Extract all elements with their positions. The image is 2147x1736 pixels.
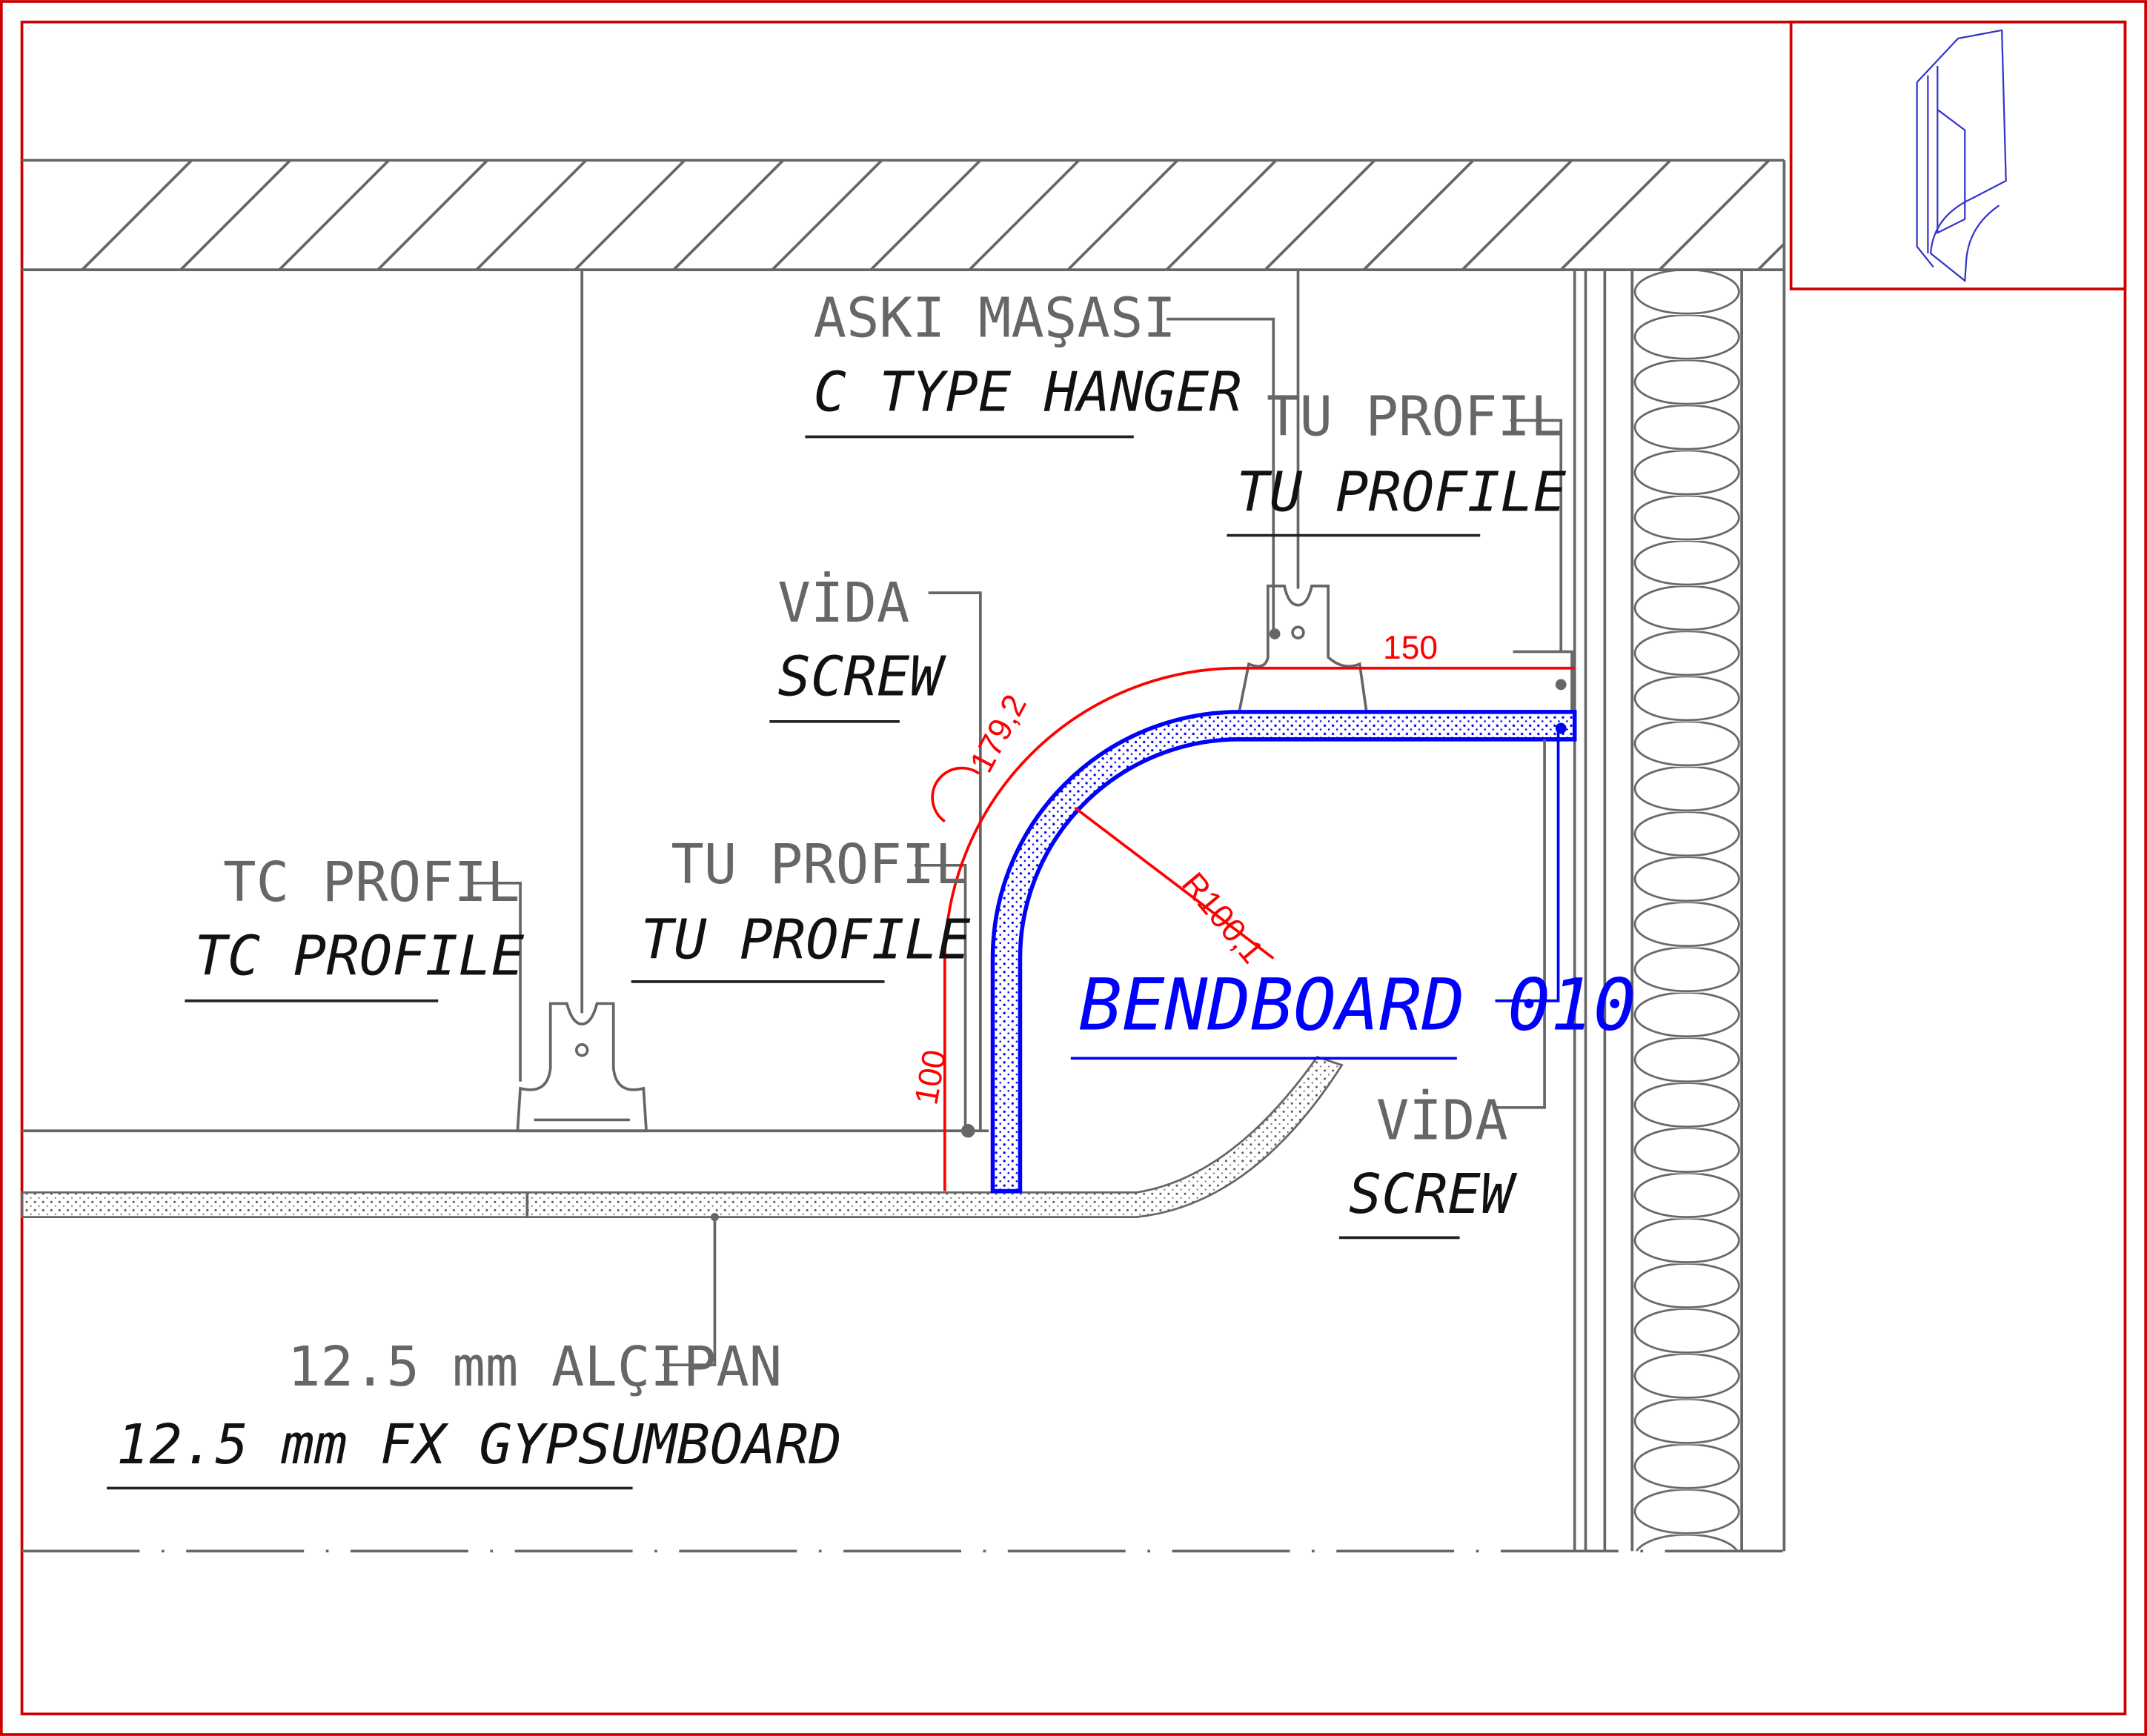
label-tu-top-tr: TU PROFIL — [1267, 385, 1563, 449]
label-bendboard: BENDBOARD 010 — [1079, 964, 1636, 1047]
hatch-line — [1658, 159, 1771, 271]
labels: ASKI MAŞASI C TYPE HANGER TU PROFIL TU P… — [107, 287, 1636, 1490]
label-hanger-tr: ASKI MAŞASI — [813, 287, 1175, 350]
label-tu-left-tr: TU PROFIL — [671, 833, 967, 897]
hatch-line — [376, 159, 489, 271]
dimension-150: 150 — [1383, 630, 1438, 666]
hatch-line — [1559, 159, 1672, 271]
hatch-line — [278, 159, 391, 271]
concrete-slab — [21, 159, 1785, 271]
hatch-line — [1756, 242, 1785, 271]
hatch-line — [672, 159, 785, 271]
hatch-line — [1362, 159, 1475, 271]
label-tu-left-en: TU PROFILE — [641, 908, 971, 971]
hatch-line — [1461, 159, 1573, 271]
hatch-line — [179, 159, 291, 271]
hatch-line — [771, 159, 883, 271]
label-screw-right-tr: VİDA — [1376, 1088, 1508, 1152]
label-gypsum-en: 12.5 mm FX GYPSUMBOARD — [116, 1413, 842, 1477]
label-tu-top-en: TU PROFILE — [1236, 460, 1566, 524]
thumbnail-frame — [1789, 20, 2127, 290]
hatch-line — [968, 159, 1081, 271]
label-tc-tr: TC PROFIL — [223, 851, 520, 914]
hatch-line — [1165, 159, 1278, 271]
label-tc-en: TC PROFILE — [194, 925, 524, 988]
hatch-line — [574, 159, 686, 271]
gypsum-board — [21, 1055, 1344, 1222]
label-screw-top-tr: VİDA — [777, 571, 909, 635]
hatch-line — [81, 159, 193, 271]
label-hanger-en: C TYPE HANGER — [813, 360, 1241, 424]
dimension-100: 100 — [908, 1047, 953, 1107]
thumbnail-3d-icon — [1916, 29, 2007, 283]
hatch-line — [869, 159, 982, 271]
bendboard — [990, 710, 1577, 1194]
label-screw-top-en: SCREW — [777, 645, 946, 709]
tc-profile — [516, 1002, 648, 1133]
inner-frame — [20, 20, 2127, 1716]
hatch-line — [1264, 159, 1376, 271]
label-gypsum-tr: 12.5 mm ALÇIPAN — [288, 1335, 782, 1399]
label-screw-right-en: SCREW — [1349, 1163, 1518, 1226]
dimension-radius: R100,1 — [1175, 866, 1270, 971]
hatch-line — [475, 159, 588, 271]
dimension-arc: 179,2 — [963, 689, 1034, 779]
screw-lines — [468, 317, 1563, 1367]
hatch-line — [1066, 159, 1179, 271]
wall — [1573, 160, 1786, 1552]
